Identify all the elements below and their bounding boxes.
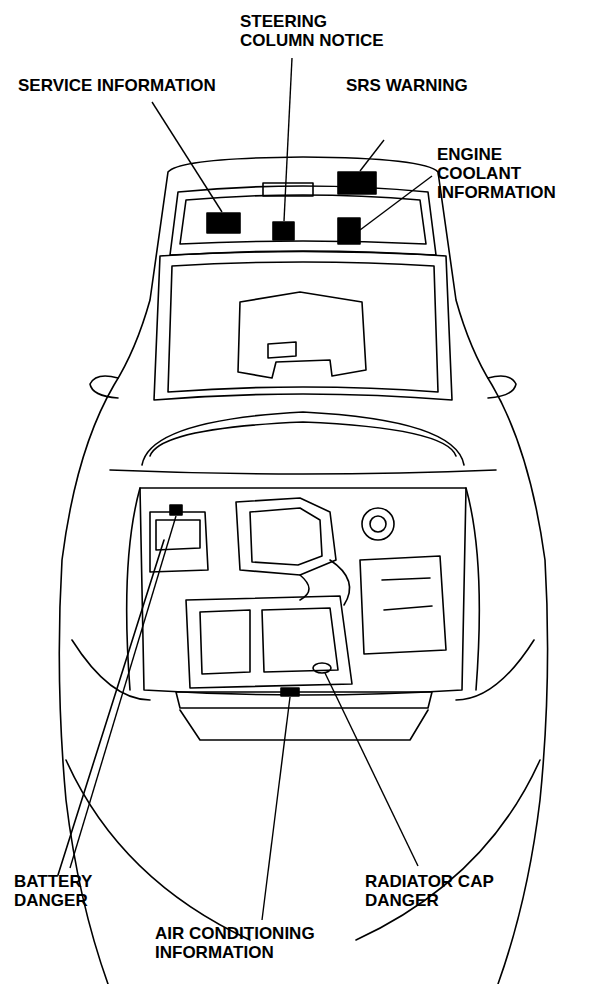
coolant-label-mark	[338, 218, 360, 244]
hood-support-rod	[58, 540, 164, 875]
air-filter-box	[186, 596, 352, 688]
car-body-outline	[59, 157, 547, 984]
callout-label: ENGINE COOLANT INFORMATION	[437, 145, 562, 202]
callout-label: SERVICE INFORMATION	[18, 76, 222, 95]
srs-label-mark	[338, 172, 376, 194]
hood-front-edge	[150, 422, 456, 456]
leader-line	[70, 516, 176, 868]
hood-front-edge	[142, 412, 464, 465]
engine-cover	[250, 508, 322, 565]
intake-duct	[300, 560, 350, 605]
leader-line	[284, 58, 292, 221]
radiator-support	[176, 692, 432, 708]
open-hood-panel	[154, 251, 452, 400]
battery-label-mark	[170, 505, 182, 515]
service-info-label-mark	[207, 213, 240, 233]
callout-label: STEERING COLUMN NOTICE	[240, 12, 390, 50]
brake-reservoir	[370, 516, 386, 532]
dash-vent	[263, 183, 313, 196]
air-filter-box	[200, 608, 338, 674]
headlight	[72, 640, 534, 700]
windshield-frame	[180, 195, 426, 244]
hood-stiffener	[238, 292, 366, 378]
engine-bay-outline	[140, 488, 466, 695]
cowl-line	[110, 470, 496, 474]
leader-line	[262, 697, 290, 920]
hood-inner-panel	[168, 262, 438, 392]
steering-notice-label-mark	[273, 222, 294, 240]
callout-label: AIR CONDITIONING INFORMATION	[155, 924, 321, 962]
brake-reservoir	[362, 508, 394, 540]
bumper-line	[66, 760, 540, 940]
engine-detail	[360, 556, 446, 654]
leader-line	[152, 102, 222, 212]
leader-line	[360, 140, 384, 171]
battery	[150, 512, 208, 572]
leader-line	[360, 176, 432, 230]
callout-label: BATTERY DANGER	[14, 872, 99, 910]
hood-stiffener	[268, 342, 296, 358]
fender-line	[127, 488, 480, 690]
callout-label: SRS WARNING	[346, 76, 474, 95]
engine-cover	[236, 498, 336, 575]
side-mirror	[90, 376, 118, 398]
callout-label: RADIATOR CAP DANGER	[365, 872, 500, 910]
front-grille-area	[180, 710, 428, 740]
leader-line	[325, 673, 418, 866]
side-mirror	[488, 376, 516, 398]
radiator-cap	[313, 663, 331, 673]
ac-label-mark	[281, 688, 299, 696]
